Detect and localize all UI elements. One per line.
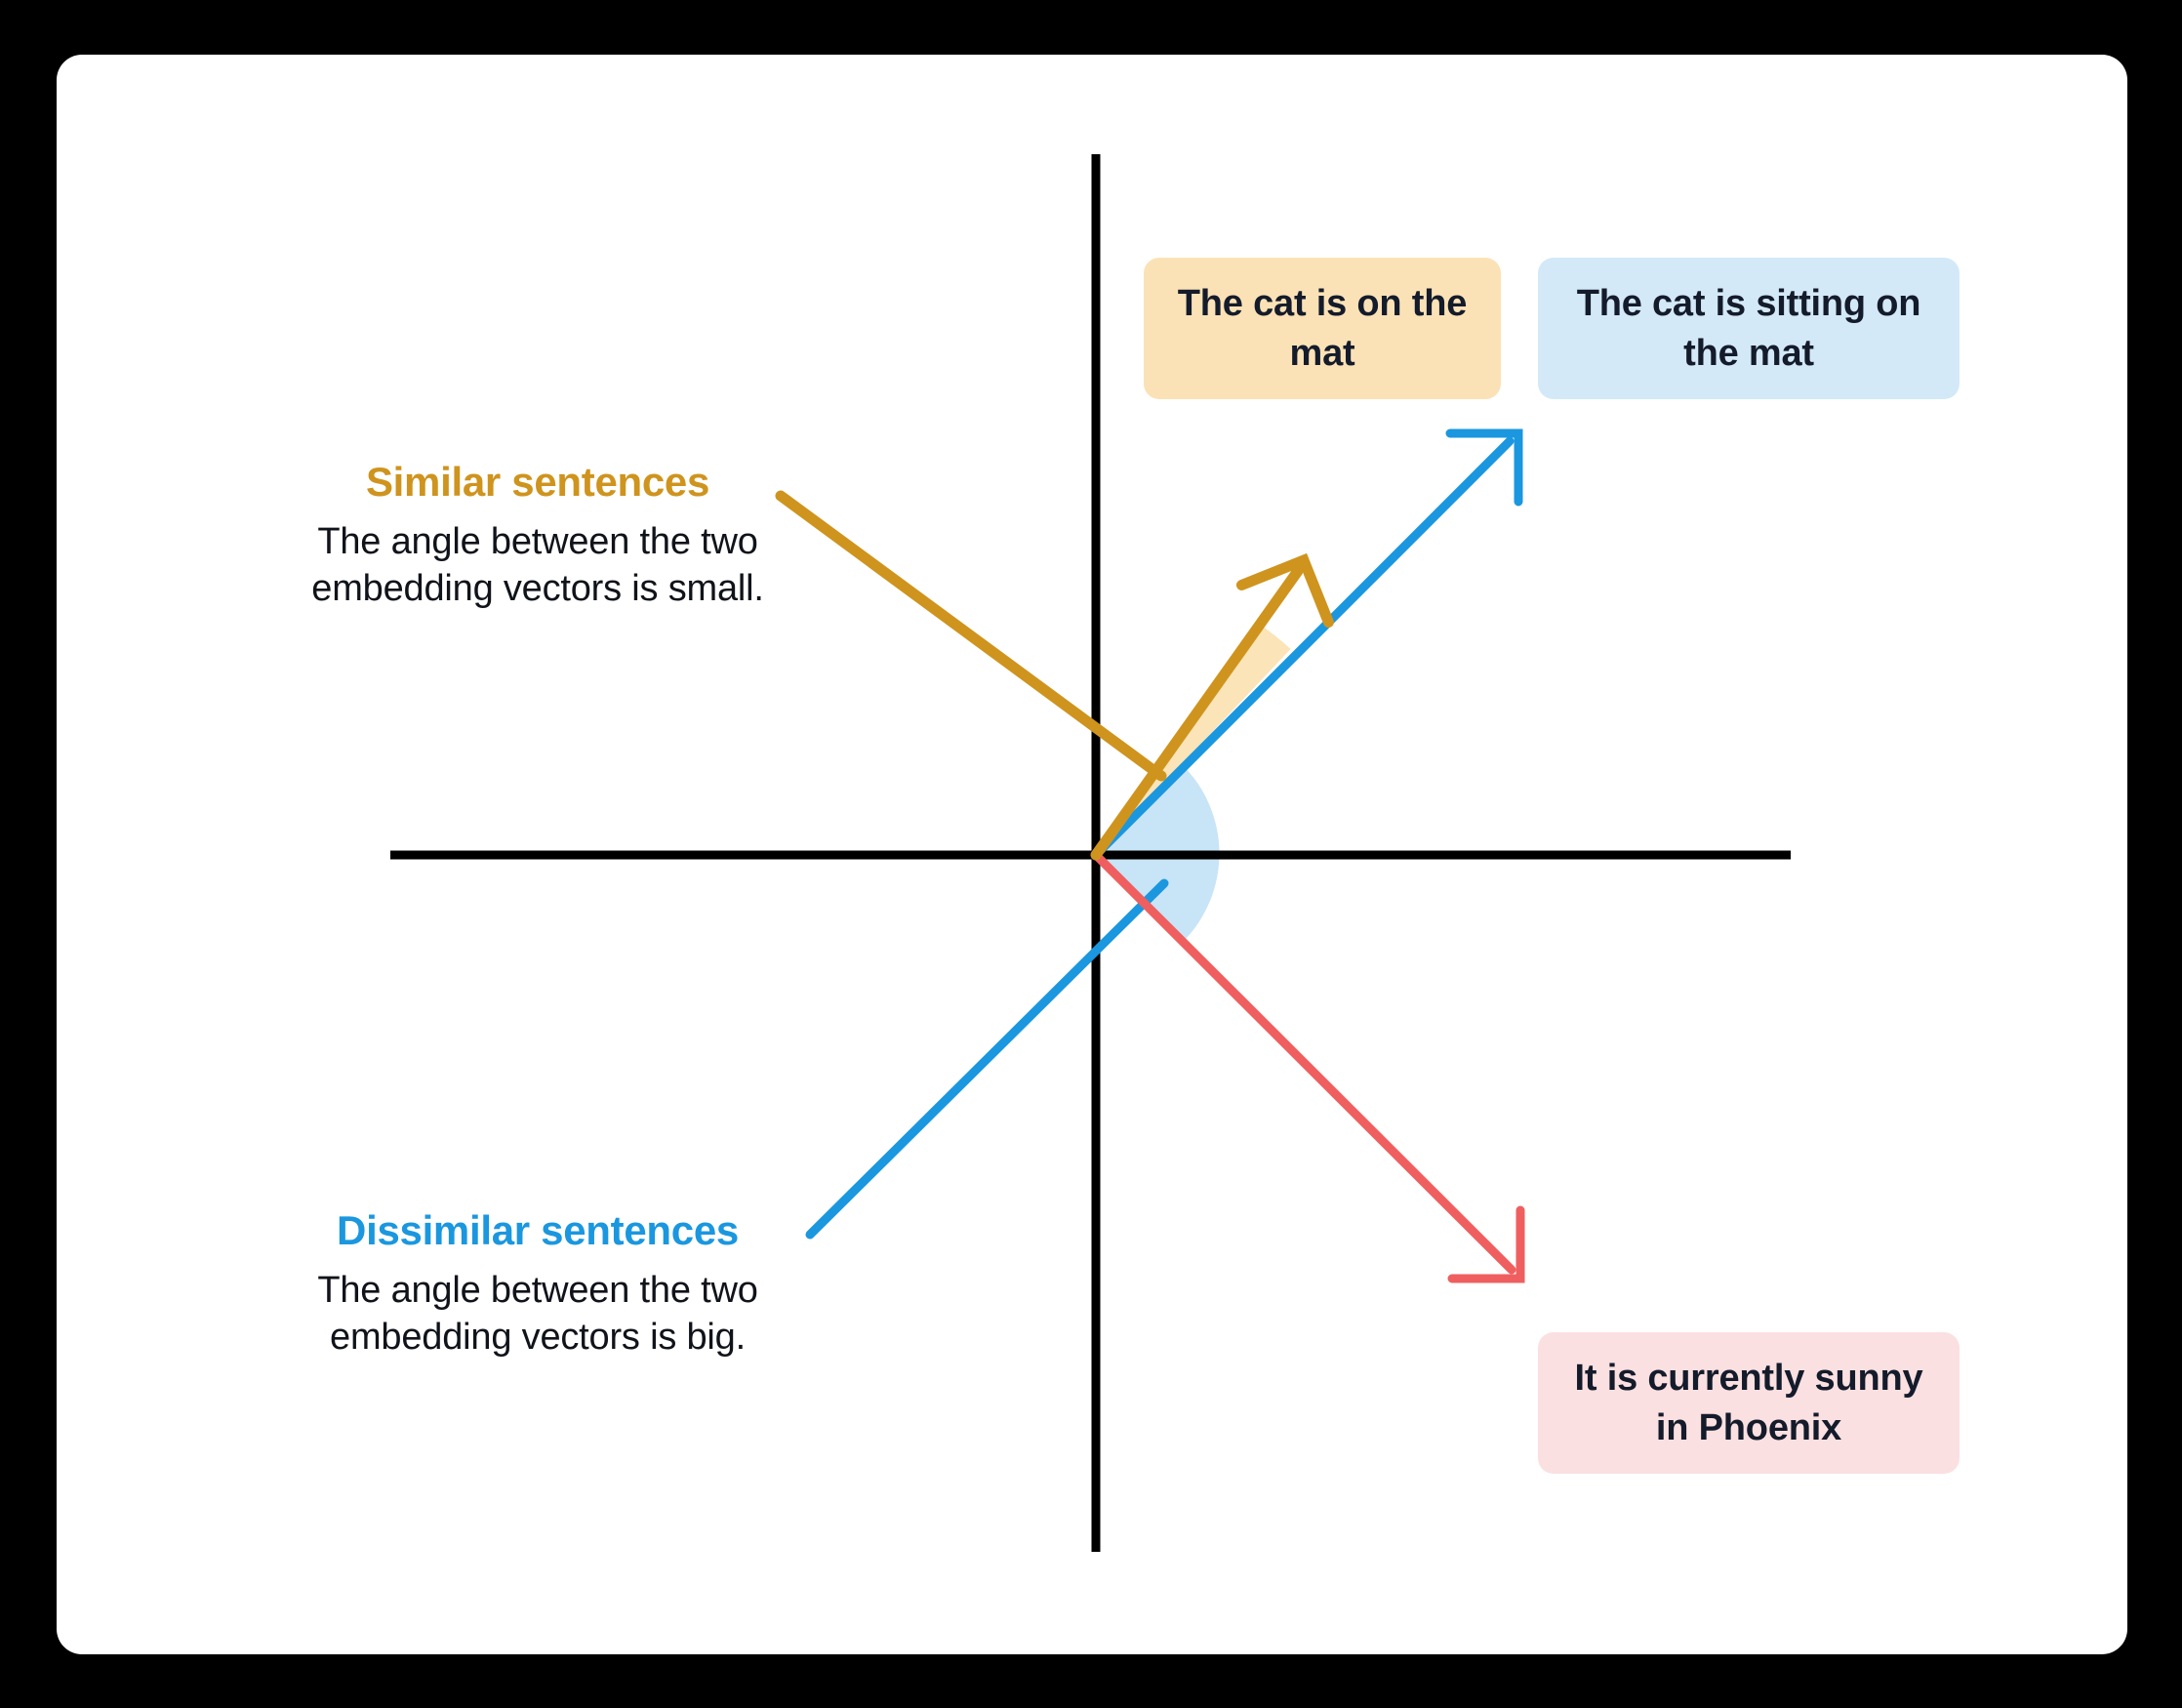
similar-leader-line <box>775 490 1167 782</box>
sentence-chip-sunny-phoenix[interactable]: It is currently sunny in Phoenix <box>1538 1332 1960 1474</box>
sentence-chip-cat-sitting-on-mat[interactable]: The cat is sitting on the mat <box>1538 258 1960 399</box>
annotation-dissimilar-body: The angle between the two embedding vect… <box>317 1270 758 1359</box>
annotation-similar-body: The angle between the two embedding vect… <box>311 521 764 610</box>
sentence-chip-cat-sitting-on-mat-text: The cat is sitting on the mat <box>1576 283 1921 374</box>
sentence-chip-cat-on-mat[interactable]: The cat is on the mat <box>1144 258 1501 399</box>
vector-cat-on-mat-line <box>1090 565 1304 861</box>
vector-cat-sitting-line <box>1091 436 1515 860</box>
sentence-chip-cat-on-mat-text: The cat is on the mat <box>1177 283 1468 374</box>
vector-phoenix-line <box>1091 850 1516 1275</box>
annotation-dissimilar-title: Dissimilar sentences <box>337 1207 739 1253</box>
annotation-similar-title: Similar sentences <box>365 459 710 505</box>
sentence-chip-sunny-phoenix-text: It is currently sunny in Phoenix <box>1574 1358 1923 1448</box>
vector-cat-on-mat-arrowhead <box>1235 552 1334 629</box>
annotation-similar: Similar sentences The angle between the … <box>271 459 804 613</box>
dissimilar-leader-line <box>805 878 1169 1240</box>
similar-angle-wedge <box>1096 624 1291 855</box>
annotation-dissimilar: Dissimilar sentences The angle between t… <box>271 1207 804 1362</box>
vector-phoenix-arrowhead <box>1447 1205 1525 1283</box>
vector-cat-sitting-arrowhead <box>1445 428 1523 507</box>
